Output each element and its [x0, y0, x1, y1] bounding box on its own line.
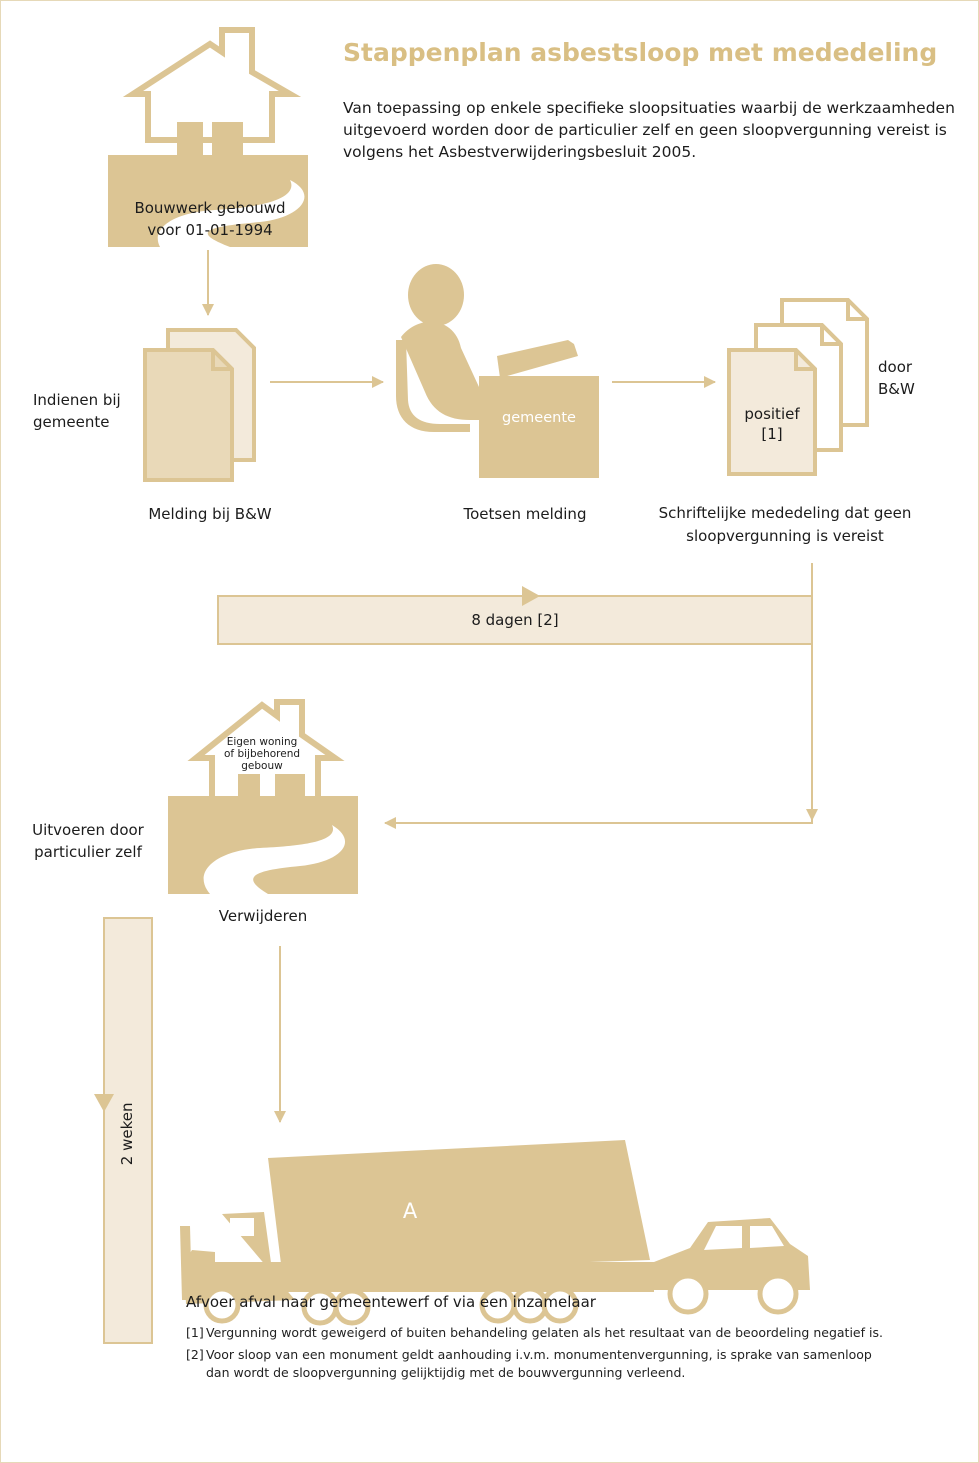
two-weeks-bar: [103, 917, 153, 1344]
building-label-line1: Bouwwerk gebouwd: [134, 199, 286, 217]
submit-label-line2: gemeente: [33, 412, 110, 431]
page-title: Stappenplan asbestsloop met mededeling: [343, 38, 938, 67]
execute-label: Uitvoeren door particulier zelf: [18, 820, 158, 864]
own-house-line1: Eigen woning: [226, 736, 298, 748]
remove-caption: Verwijderen: [218, 907, 308, 925]
submit-label-line1: Indienen bij: [33, 391, 121, 409]
written-notice-line1: Schriftelijke mededeling dat geen: [658, 504, 912, 522]
footnote-1-text: Vergunning wordt geweigerd of buiten beh…: [206, 1325, 883, 1340]
notice-document-icon: [143, 328, 256, 482]
house-icon: [108, 27, 308, 247]
eight-days-bar: [217, 595, 813, 645]
submit-label: Indienen bij gemeente: [33, 390, 153, 434]
intro-text: Van toepassing op enkele specifieke sloo…: [343, 99, 955, 161]
building-label-line2: voor 01-01-1994: [147, 220, 273, 239]
own-house-label: Eigen woning of bijbehorend gebouw: [222, 736, 302, 772]
person-at-desk-icon: [396, 264, 599, 478]
footnote-2: [2] Voor sloop van een monument geldt aa…: [186, 1346, 886, 1382]
building-label: Bouwwerk gebouwd voor 01-01-1994: [120, 198, 300, 242]
footnote-1-number: [1]: [186, 1325, 204, 1340]
truck-icon: [180, 1140, 654, 1326]
written-notice-caption: Schriftelijke mededeling dat geen sloopv…: [625, 502, 945, 547]
written-notice-line2: sloopvergunning is vereist: [686, 526, 884, 545]
execute-label-line1: Uitvoeren door: [32, 821, 144, 839]
positive-label: positief [1]: [732, 404, 812, 445]
own-house-icon: [168, 699, 358, 894]
check-caption: Toetsen melding: [463, 505, 587, 523]
disposal-caption: Afvoer afval naar gemeentewerf of via ee…: [186, 1293, 596, 1311]
truck-label: A: [402, 1199, 418, 1223]
eight-days-label: 8 dagen [2]: [471, 611, 559, 629]
bar-direction-arrow: [522, 586, 540, 606]
positive-label-line1: positief: [744, 405, 800, 423]
footnote-2-number: [2]: [186, 1347, 204, 1362]
footnote-1: [1] Vergunning wordt geweigerd of buiten…: [186, 1324, 886, 1342]
by-label: door B&W: [878, 357, 958, 401]
by-label-line2: B&W: [878, 379, 915, 398]
written-notice-document-stack-icon: [727, 298, 869, 476]
execute-label-line2: particulier zelf: [34, 842, 142, 861]
footnote-2-text: Voor sloop van een monument geldt aanhou…: [206, 1347, 872, 1381]
notice-caption: Melding bij B&W: [148, 505, 272, 523]
bar-direction-arrow-down: [94, 1094, 114, 1112]
own-house-line2: of bijbehorend: [223, 748, 301, 761]
positive-label-line2: [1]: [761, 425, 783, 444]
by-label-line1: door: [878, 358, 913, 376]
two-weeks-label: 2 weken: [118, 1102, 137, 1166]
desk-label: gemeente: [502, 410, 576, 426]
car-icon: [652, 1218, 810, 1315]
own-house-line3: gebouw: [241, 760, 283, 773]
